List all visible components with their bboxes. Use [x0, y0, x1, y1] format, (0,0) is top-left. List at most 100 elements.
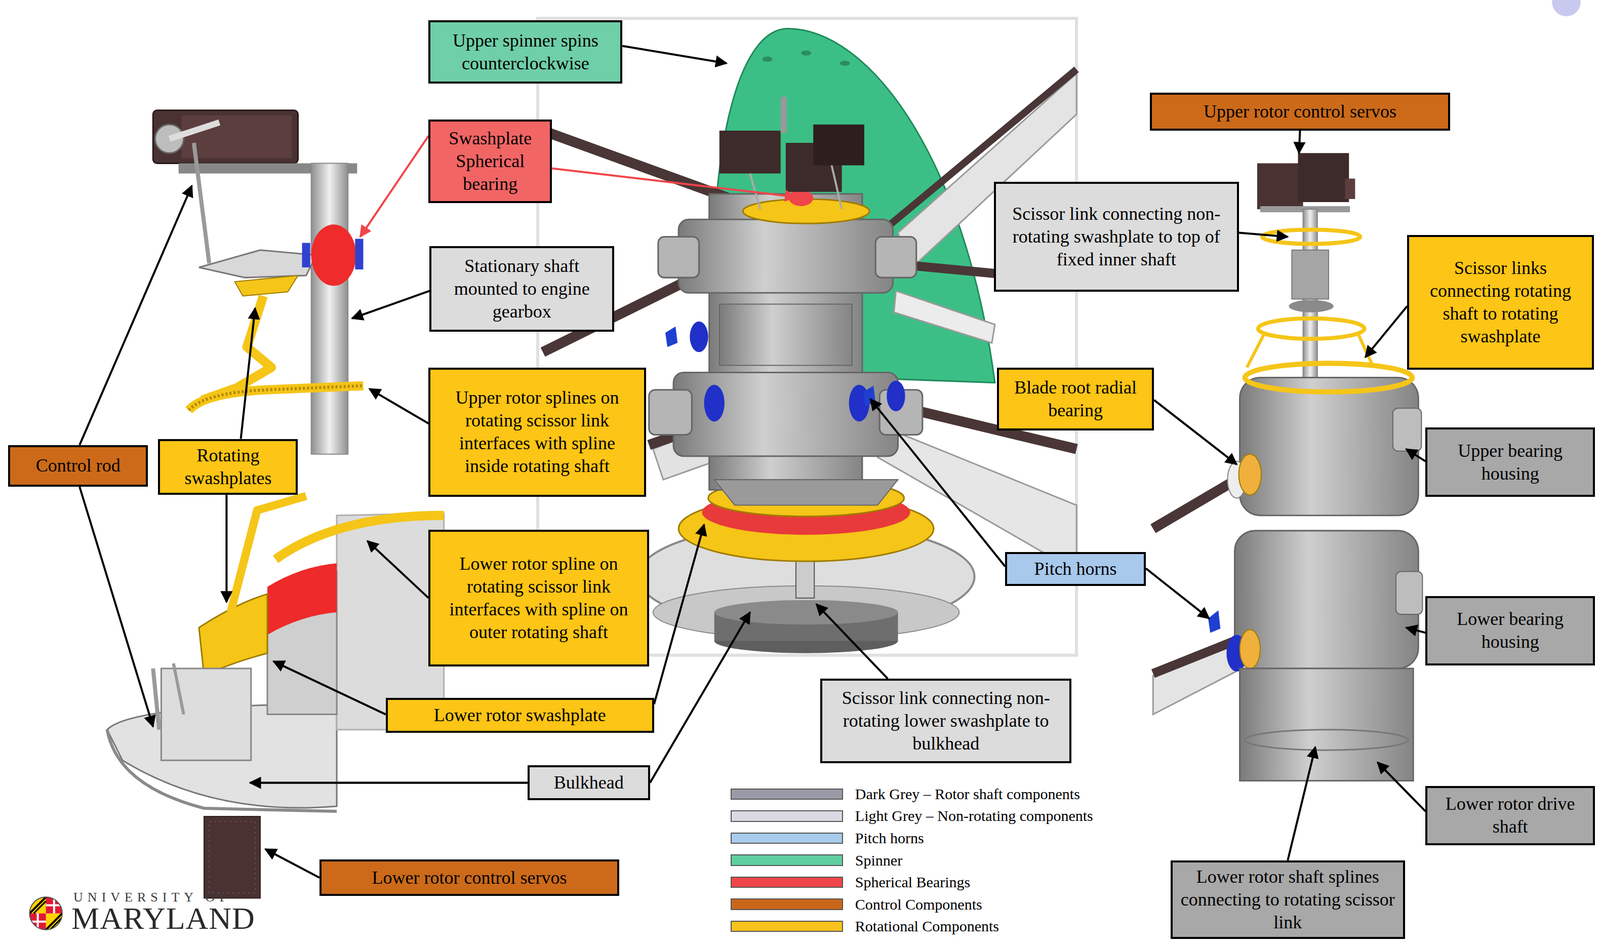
lower-swashplate-detail: [107, 495, 445, 898]
callout-box: Stationary shaft mounted to engine gearb…: [429, 246, 615, 332]
callout-box: Scissor link connecting non-rotating low…: [820, 678, 1072, 764]
callout-text: Lower bearing housing: [1433, 607, 1587, 654]
center-render: [795, 558, 815, 598]
logo-mark: [29, 896, 62, 930]
lower-swashplate-detail: [161, 668, 251, 760]
leader-arrow: [1153, 400, 1237, 465]
upper-swashplate-detail: [188, 385, 364, 411]
legend-swatch: [730, 876, 844, 888]
lower-swashplate-detail: [204, 816, 261, 898]
center-render: [678, 219, 893, 293]
lower-swashplate-detail: [209, 821, 256, 893]
center-render: [708, 479, 905, 517]
center-render: [840, 60, 851, 66]
center-render: [780, 96, 787, 133]
exploded-hub-view: [1344, 178, 1355, 199]
leader-arrow: [1406, 449, 1426, 462]
exploded-hub-view: [1395, 571, 1423, 615]
upper-swashplate-detail: [202, 295, 272, 400]
center-render: [704, 384, 725, 422]
callout-text: Upper rotor splines on rotating scissor …: [436, 386, 638, 478]
exploded-hub-view: [1291, 250, 1329, 300]
leader-arrow: [250, 781, 528, 784]
logo-mark: [50, 917, 63, 930]
leader-arrow: [1377, 762, 1426, 812]
center-render: [875, 236, 917, 278]
callout-text: Rotating swashplates: [166, 444, 290, 490]
leader-arrow: [265, 849, 320, 878]
logo-mark: [33, 900, 47, 913]
center-render: [673, 372, 898, 457]
callout-box: Upper rotor control servos: [1149, 92, 1451, 131]
callout-box: Lower rotor control servos: [319, 859, 620, 897]
callout-text: Lower rotor swashplate: [433, 703, 607, 727]
leader-arrow-red: [360, 135, 796, 237]
legend-swatch: [730, 832, 844, 844]
exploded-hub-view: [1238, 454, 1262, 496]
callout-text: Upper rotor control servos: [1203, 100, 1397, 124]
leader-arrow: [225, 494, 228, 603]
center-render: [762, 56, 773, 62]
upper-swashplate-detail: [152, 110, 298, 164]
callout-box: Pitch horns: [1005, 551, 1146, 586]
legend-text: Spinner: [855, 851, 903, 870]
exploded-hub-view: [1258, 318, 1365, 339]
legend-text: Rotational Components: [855, 916, 999, 936]
exploded-hub-view: [1240, 668, 1414, 781]
upper-swashplate-detail: [311, 163, 349, 454]
callout-box: Bulkhead: [527, 765, 651, 800]
callout-text: Upper bearing housing: [1433, 439, 1587, 486]
center-render: [665, 326, 678, 347]
upper-swashplate-detail: [302, 243, 311, 268]
center-render: [542, 130, 740, 203]
leader-arrow: [1298, 130, 1300, 153]
leader-arrow: [1287, 746, 1315, 861]
callout-box: Control rod: [8, 445, 148, 488]
upper-swashplate-detail: [354, 238, 364, 270]
exploded-hub-view: [1240, 629, 1261, 669]
center-render: [813, 124, 865, 166]
callout-box: Lower rotor swashplate: [385, 697, 655, 733]
center-render: [719, 130, 781, 174]
exploded-hub-view: [1152, 641, 1235, 674]
leader-arrow: [79, 185, 192, 446]
callout-text: Scissor links connecting rotating shaft …: [1415, 256, 1586, 348]
upper-swashplate-detail: [198, 250, 317, 278]
center-render: [689, 321, 708, 352]
leader-arrow: [870, 398, 1006, 567]
leader-arrow: [1238, 232, 1289, 237]
leader-arrow: [241, 308, 256, 439]
logo-mark: [29, 0, 1581, 930]
exploded-hub-view: [1257, 163, 1304, 210]
upper-swashplate-detail: [234, 275, 299, 296]
exploded-hub-view: [1152, 477, 1240, 529]
leader-arrow: [79, 46, 1426, 878]
callout-box: Upper bearing housing: [1425, 427, 1595, 497]
upper-swashplate-detail: [311, 224, 357, 286]
center-render: [714, 600, 899, 625]
center-render: [831, 165, 842, 210]
legend-swatch: [730, 920, 844, 932]
lower-swashplate-detail: [230, 495, 306, 613]
leader-arrow: [654, 524, 705, 705]
center-render: [801, 50, 812, 56]
logo-mark: [29, 896, 62, 930]
callout-text: Lower rotor control servos: [372, 866, 568, 890]
leader-arrow: [369, 388, 429, 424]
callout-box: Upper spinner spins counterclockwise: [428, 20, 623, 84]
lower-swashplate-detail: [275, 515, 445, 560]
exploded-hub-view: [1245, 363, 1413, 392]
callout-text: Lower rotor spline on rotating scissor l…: [436, 552, 641, 644]
logo-mark: [1551, 0, 1581, 17]
callout-box: Blade root radial bearing: [996, 367, 1154, 431]
center-render: [649, 389, 693, 435]
callout-box: Lower bearing housing: [1425, 595, 1595, 666]
callout-box: Upper rotor splines on rotating scissor …: [428, 367, 646, 498]
legend-swatch: [730, 788, 844, 800]
lower-swashplate-detail: [152, 668, 159, 730]
legend-swatch: [730, 898, 844, 910]
callout-text: Blade root radial bearing: [1005, 376, 1146, 422]
legend-swatch: [730, 810, 844, 822]
leader-arrow-red: [360, 135, 429, 237]
